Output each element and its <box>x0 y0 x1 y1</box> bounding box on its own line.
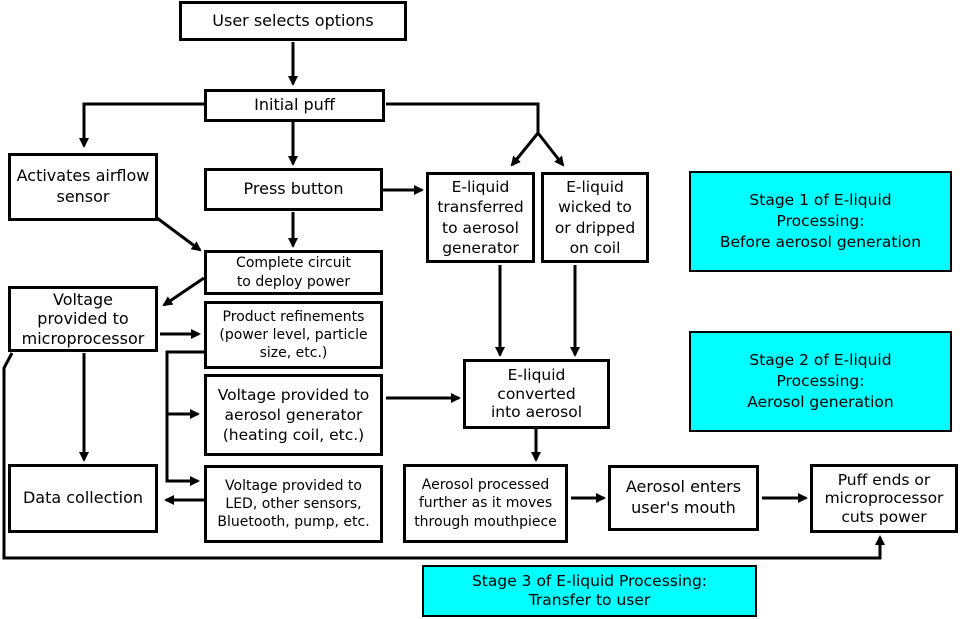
initial-puff-box: Initial puff <box>204 89 385 122</box>
stage-2-box: Stage 2 of E-liquid Processing: Aerosol … <box>689 331 952 432</box>
voltage-aerosol-generator-box: Voltage provided to aerosol generator (h… <box>204 374 383 456</box>
voltage-microprocessor-box: Voltage provided to microprocessor <box>8 286 158 352</box>
eliquid-wicked-box: E-liquid wicked to or dripped on coil <box>541 172 649 263</box>
press-button-box: Press button <box>204 168 383 211</box>
complete-circuit-box: Complete circuit to deploy power <box>204 250 383 295</box>
user-selects-options-box: User selects options <box>179 1 407 41</box>
activates-airflow-sensor-box: Activates airflow sensor <box>8 153 158 221</box>
puff-ends-box: Puff ends or microprocessor cuts power <box>810 464 958 533</box>
arrow-split-to-transferred <box>510 132 540 167</box>
arrow-micro-loop-to-puffends <box>2 352 885 560</box>
eliquid-converted-box: E-liquid converted into aerosol <box>463 359 610 429</box>
arrow-split-to-wicked <box>536 132 565 167</box>
aerosol-processed-box: Aerosol processed further as it moves th… <box>403 464 568 543</box>
voltage-led-box: Voltage provided to LED, other sensors, … <box>204 465 383 543</box>
arrow-circuit-to-voltage <box>162 276 205 307</box>
stage-3-box: Stage 3 of E-liquid Processing: Transfer… <box>422 565 757 617</box>
arrow-puff-to-airflow <box>79 102 204 148</box>
stage-1-box: Stage 1 of E-liquid Processing: Before a… <box>689 171 952 272</box>
data-collection-box: Data collection <box>8 464 158 533</box>
aerosol-enters-mouth-box: Aerosol enters user's mouth <box>608 465 759 531</box>
eliquid-transferred-box: E-liquid transferred to aerosol generato… <box>426 172 535 263</box>
arrow-airflow-to-circuit <box>156 216 202 252</box>
arrow-bracket <box>165 350 204 486</box>
product-refinements-box: Product refinements (power level, partic… <box>204 301 383 369</box>
arrow-puff-to-split <box>386 102 540 133</box>
